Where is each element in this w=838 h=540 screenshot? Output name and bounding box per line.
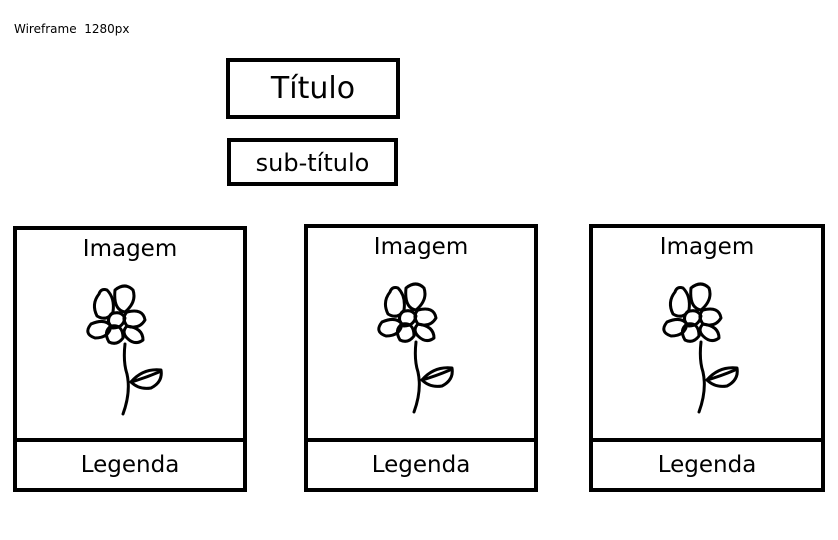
image-card-3: Imagem Legenda (589, 224, 825, 492)
caption: Legenda (593, 438, 821, 488)
image-label: Imagem (659, 234, 755, 260)
page-title: Título (226, 58, 400, 119)
flower-sketch-icon (86, 284, 163, 416)
flower-sketch-icon (377, 282, 454, 414)
image-label: Imagem (373, 234, 469, 260)
caption: Legenda (17, 438, 243, 488)
wireframe-note: Wireframe 1280px (14, 22, 130, 36)
image-label: Imagem (82, 236, 178, 262)
caption: Legenda (308, 438, 534, 488)
image-card-2: Imagem Legenda (304, 224, 538, 492)
page-subtitle: sub-título (227, 138, 398, 186)
flower-sketch-icon (662, 282, 739, 414)
image-card-1: Imagem Legenda (13, 226, 247, 492)
